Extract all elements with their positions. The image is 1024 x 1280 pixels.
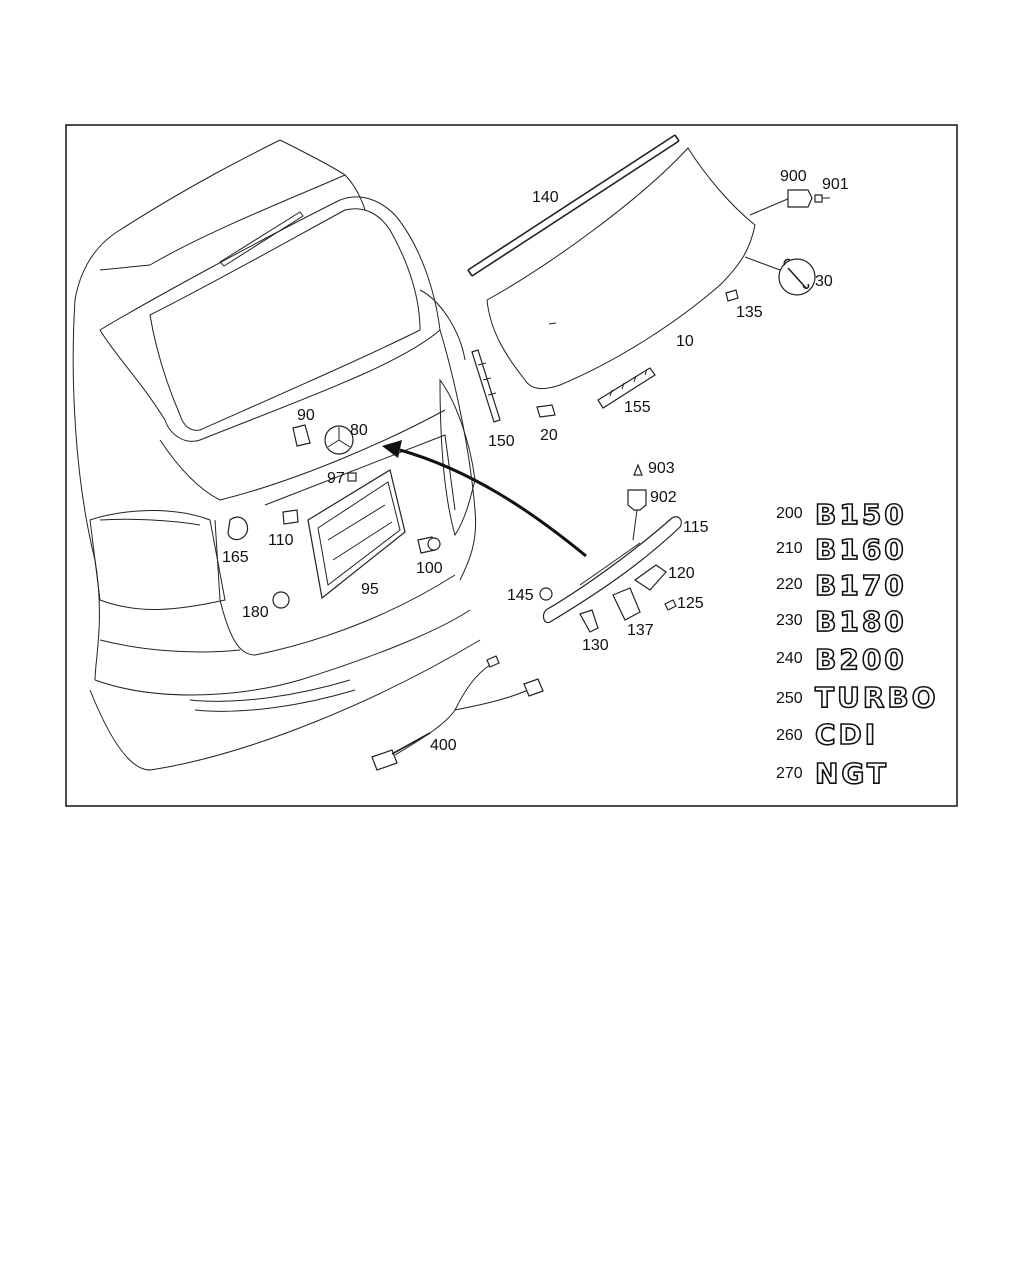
callout-100: 100 bbox=[416, 560, 443, 577]
plug-145-part bbox=[539, 587, 553, 601]
sensor-part bbox=[749, 189, 830, 216]
bulb-125-part bbox=[664, 599, 677, 611]
diagram-frame bbox=[65, 124, 958, 807]
callout-155: 155 bbox=[624, 399, 651, 416]
weatherstrip-part bbox=[467, 134, 680, 277]
callout-95: 95 bbox=[361, 581, 379, 598]
badge-number: 240 bbox=[776, 650, 803, 667]
grommet-180-part bbox=[272, 591, 290, 609]
clip-135-part bbox=[725, 289, 739, 302]
badge-lettering: NGT bbox=[815, 757, 889, 790]
callout-10: 10 bbox=[676, 333, 694, 350]
badge-number: 200 bbox=[776, 505, 803, 522]
callout-90: 90 bbox=[297, 407, 315, 424]
badge-lettering: B160 bbox=[815, 533, 907, 566]
callout-125: 125 bbox=[677, 595, 704, 612]
badge-number: 270 bbox=[776, 765, 803, 782]
clip-165-part bbox=[227, 516, 249, 541]
callout-140: 140 bbox=[532, 189, 559, 206]
badge-lettering: B180 bbox=[815, 605, 907, 638]
callout-80: 80 bbox=[350, 422, 368, 439]
badge-number: 230 bbox=[776, 612, 803, 629]
emblem-holder-part bbox=[292, 424, 311, 447]
callout-135: 135 bbox=[736, 304, 763, 321]
badge-lettering: B150 bbox=[815, 498, 907, 531]
callout-901: 901 bbox=[822, 176, 849, 193]
callout-145: 145 bbox=[507, 587, 534, 604]
screw-100-part bbox=[417, 536, 441, 554]
callout-20: 20 bbox=[540, 427, 558, 444]
wiring-harness-part bbox=[371, 655, 544, 771]
handle-trim-part bbox=[542, 516, 682, 624]
star-emblem-part bbox=[324, 425, 354, 455]
callout-150: 150 bbox=[488, 433, 515, 450]
badge-number: 250 bbox=[776, 690, 803, 707]
bracket-150-part bbox=[471, 349, 501, 423]
callout-165: 165 bbox=[222, 549, 249, 566]
callout-900: 900 bbox=[780, 168, 807, 185]
badge-number: 210 bbox=[776, 540, 803, 557]
nut-97-part bbox=[347, 472, 357, 482]
vehicle-rear-outline bbox=[72, 139, 481, 771]
callout-137: 137 bbox=[627, 622, 654, 639]
callout-130: 130 bbox=[582, 637, 609, 654]
switch-120-part bbox=[633, 564, 667, 591]
license-plate-bracket-part bbox=[307, 469, 406, 600]
badge-lettering: TURBO bbox=[815, 681, 939, 714]
callout-180: 180 bbox=[242, 604, 269, 621]
wrench-icon bbox=[744, 256, 816, 296]
callout-400: 400 bbox=[430, 737, 457, 754]
badge-number: 260 bbox=[776, 727, 803, 744]
arrow-indicator bbox=[382, 440, 587, 558]
clip-strip-155-part bbox=[597, 367, 656, 409]
callout-120: 120 bbox=[668, 565, 695, 582]
callout-110: 110 bbox=[268, 532, 294, 549]
badge-lettering: CDI bbox=[815, 718, 878, 751]
callout-902: 902 bbox=[650, 489, 677, 506]
screw-110-part bbox=[282, 509, 299, 525]
lamp-part bbox=[627, 463, 647, 541]
badge-lettering: B170 bbox=[815, 569, 907, 602]
screw-130-part bbox=[579, 609, 599, 633]
badge-lettering: B200 bbox=[815, 643, 907, 676]
callout-115: 115 bbox=[683, 519, 709, 536]
callout-97: 97 bbox=[327, 470, 345, 487]
badge-number: 220 bbox=[776, 576, 803, 593]
callout-30: 30 bbox=[815, 273, 833, 290]
rear-window-glass-part bbox=[486, 147, 756, 390]
callout-903: 903 bbox=[648, 460, 675, 477]
lock-137-part bbox=[612, 587, 641, 621]
badge-list: 200 B150 210 B160 220 B170 230 B180 240 … bbox=[776, 497, 939, 791]
spacer-block-part bbox=[536, 404, 556, 418]
